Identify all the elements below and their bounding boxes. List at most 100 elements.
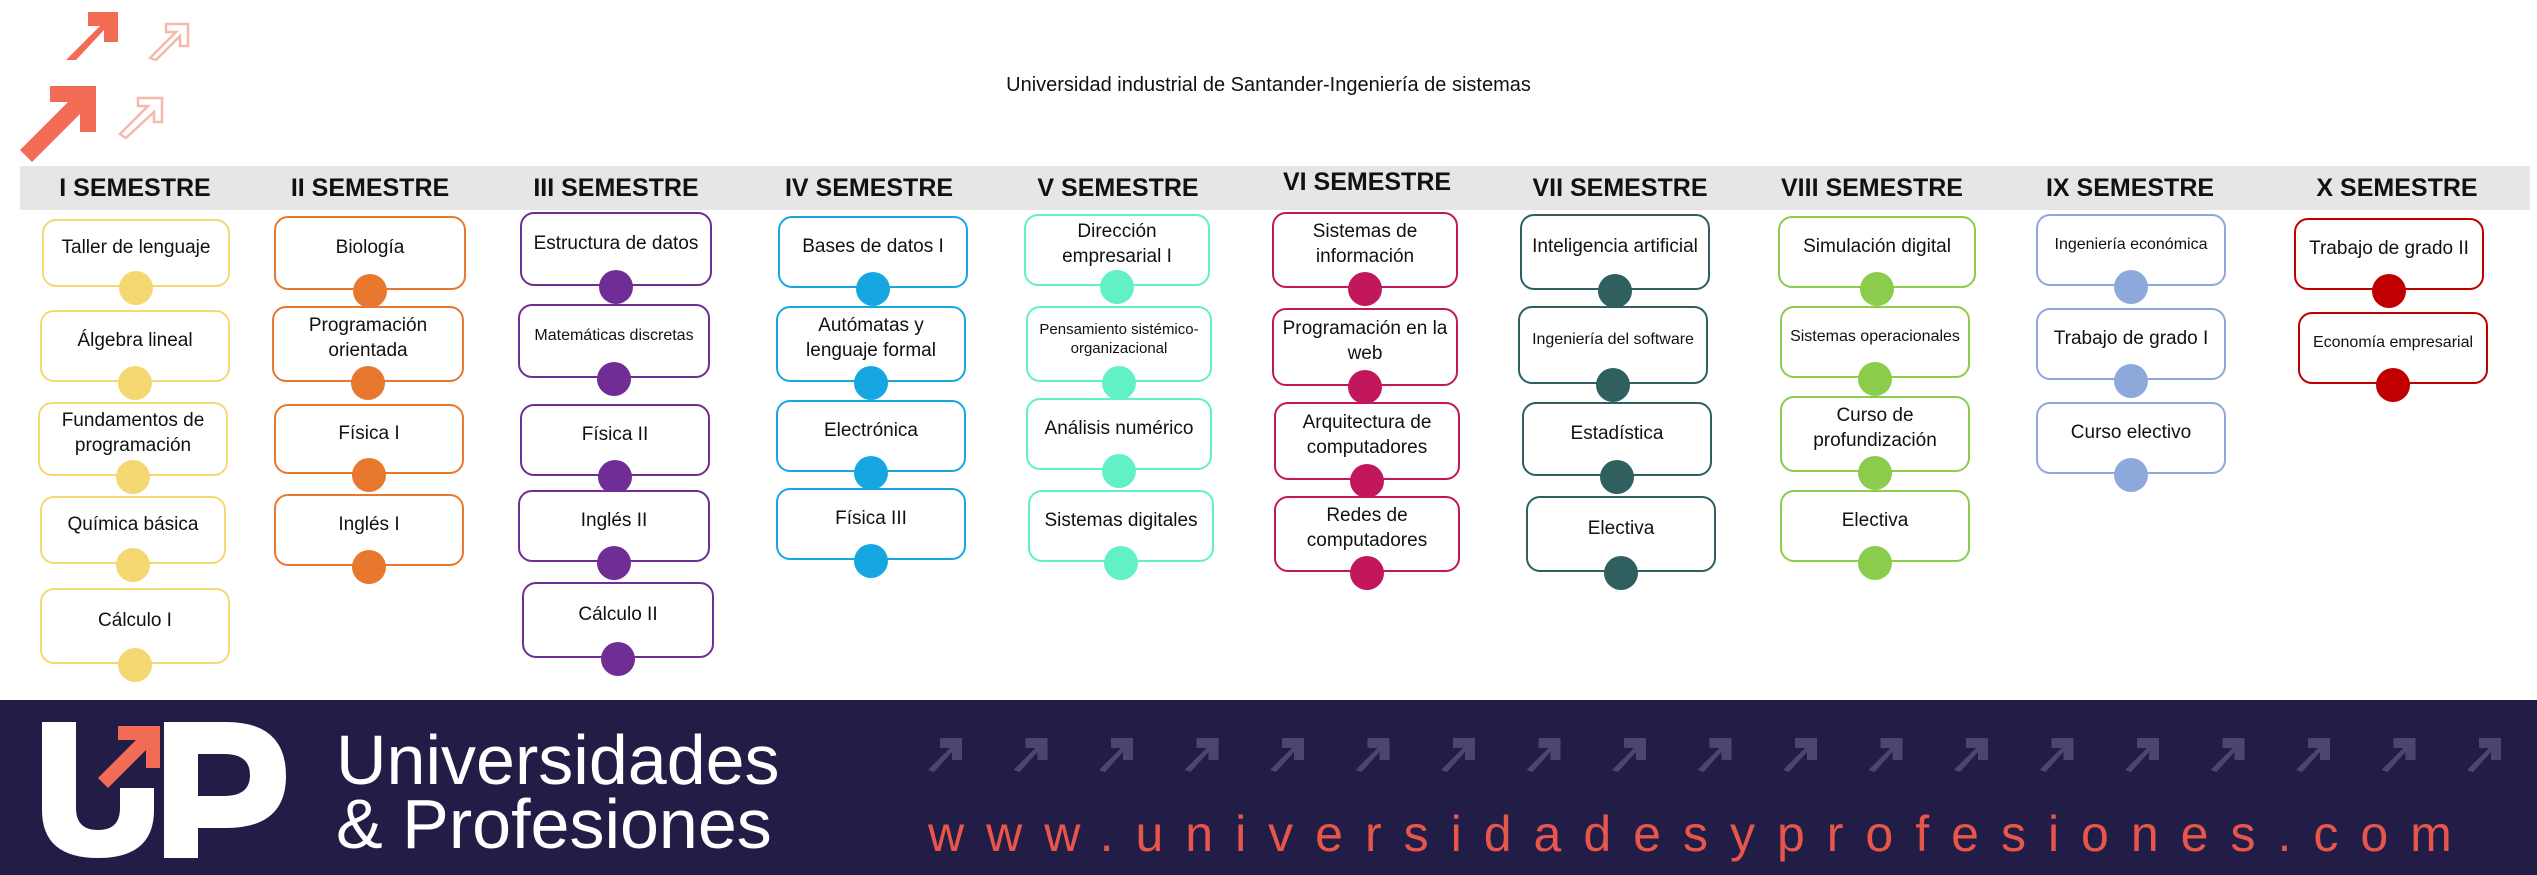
semester-header: VIII SEMESTRE bbox=[1781, 174, 1963, 202]
diagonal-arrow-icon bbox=[2381, 738, 2416, 772]
course-card[interactable]: Redes de computadores bbox=[1274, 496, 1460, 590]
course-card[interactable]: Inglés I bbox=[274, 494, 464, 584]
footer-brand: Universidades & Profesiones bbox=[336, 721, 780, 863]
course-name: Trabajo de grado I bbox=[2053, 327, 2209, 349]
course-name: Inglés I bbox=[338, 513, 400, 535]
diagonal-arrow-icon bbox=[1270, 738, 1304, 772]
course-node-dot bbox=[856, 272, 890, 306]
diagonal-arrow-icon bbox=[1697, 738, 1732, 772]
course-name: Análisis numérico bbox=[1044, 417, 1194, 439]
course-name: Autómatas y lenguaje formal bbox=[806, 315, 936, 361]
course-node-dot bbox=[1350, 556, 1384, 590]
course-card[interactable]: Sistemas de información bbox=[1272, 212, 1458, 306]
course-card[interactable]: Electiva bbox=[1780, 490, 1970, 580]
course-node-dot bbox=[1348, 370, 1382, 404]
course-node-dot bbox=[1100, 270, 1134, 304]
course-card[interactable]: Inteligencia artificial bbox=[1520, 214, 1710, 308]
course-card[interactable]: Cálculo II bbox=[522, 582, 714, 676]
course-card[interactable]: Programación en la web bbox=[1272, 308, 1458, 404]
course-node-dot bbox=[854, 544, 888, 578]
course-card[interactable]: Bases de datos I bbox=[778, 216, 968, 306]
course-node-dot bbox=[2376, 368, 2410, 402]
course-name: Economía empresarial bbox=[2312, 333, 2474, 351]
course-name: Electrónica bbox=[824, 419, 918, 441]
course-card[interactable]: Fundamentos de programación bbox=[38, 402, 228, 494]
course-card[interactable]: Pensamiento sistémico-organizacional bbox=[1026, 306, 1212, 400]
course-name: Electiva bbox=[1841, 509, 1909, 531]
diagonal-arrow-icon bbox=[1526, 738, 1561, 772]
semester-header: VI SEMESTRE bbox=[1282, 168, 1452, 196]
course-card[interactable]: Física II bbox=[520, 404, 710, 494]
diagonal-arrow-icon bbox=[1184, 738, 1219, 772]
semester-header: X SEMESTRE bbox=[2316, 174, 2478, 202]
semester-column: VII SEMESTRE bbox=[1494, 166, 1746, 686]
course-card[interactable]: Trabajo de grado II bbox=[2294, 218, 2484, 308]
course-card[interactable]: Trabajo de grado I bbox=[2036, 308, 2226, 398]
course-name: Ingeniería económica bbox=[2054, 235, 2208, 253]
course-name: Pensamiento sistémico-organizacional bbox=[1039, 320, 1199, 358]
course-node-dot bbox=[119, 271, 153, 305]
course-node-dot bbox=[1350, 464, 1384, 498]
diagonal-arrow-icon bbox=[1954, 738, 1988, 772]
curriculum-area: Universidad industrial de Santander-Inge… bbox=[20, 12, 2530, 686]
course-card[interactable]: Ingeniería del software bbox=[1518, 306, 1708, 402]
course-name: Ingeniería del software bbox=[1532, 330, 1694, 348]
course-node-dot bbox=[353, 274, 387, 308]
diagonal-arrow-icon bbox=[1013, 738, 1048, 772]
course-name: Fundamentos de programación bbox=[61, 410, 205, 456]
course-node-dot bbox=[1860, 272, 1894, 306]
course-card[interactable]: Sistemas digitales bbox=[1028, 490, 1214, 580]
course-card[interactable]: Electiva bbox=[1526, 496, 1716, 590]
course-node-dot bbox=[2372, 274, 2406, 308]
brand-line-1: Universidades bbox=[336, 721, 780, 799]
course-name: Redes de computadores bbox=[1306, 505, 1428, 551]
course-card[interactable]: Física I bbox=[274, 404, 464, 492]
course-card[interactable]: Curso de profundización bbox=[1780, 396, 1970, 490]
course-card[interactable]: Simulación digital bbox=[1778, 216, 1976, 306]
course-card[interactable]: Curso electivo bbox=[2036, 402, 2226, 492]
course-card[interactable]: Sistemas operacionales bbox=[1780, 306, 1970, 396]
course-card[interactable]: Estructura de datos bbox=[520, 212, 712, 304]
diagonal-arrow-icon bbox=[2467, 738, 2501, 772]
diagonal-arrow-icon bbox=[1612, 738, 1646, 772]
course-card[interactable]: Cálculo I bbox=[40, 588, 230, 682]
semester-column: V SEMESTRE bbox=[996, 166, 1240, 686]
brand-line-2: & Profesiones bbox=[336, 785, 772, 863]
course-card[interactable]: Química básica bbox=[40, 496, 226, 582]
course-card[interactable]: Arquitectura de computadores bbox=[1274, 402, 1460, 498]
course-node-dot bbox=[1104, 546, 1138, 580]
course-node-dot bbox=[116, 460, 150, 494]
course-node-dot bbox=[601, 642, 635, 676]
diagonal-arrow-icon bbox=[928, 738, 962, 772]
course-name: Biología bbox=[335, 236, 405, 258]
course-name: Trabajo de grado II bbox=[2309, 237, 2469, 259]
course-node-dot bbox=[599, 270, 633, 304]
course-card[interactable]: Autómatas y lenguaje formal bbox=[776, 306, 966, 400]
course-card[interactable]: Electrónica bbox=[776, 400, 966, 490]
course-card[interactable]: Matemáticas discretas bbox=[518, 304, 710, 396]
semester-header: VII SEMESTRE bbox=[1532, 174, 1708, 202]
diagonal-arrow-icon bbox=[1441, 738, 1475, 772]
course-card[interactable]: Taller de lenguaje bbox=[42, 219, 230, 305]
page-title: Universidad industrial de Santander-Inge… bbox=[1006, 74, 1531, 96]
semester-header: III SEMESTRE bbox=[533, 174, 699, 202]
course-node-dot bbox=[118, 648, 152, 682]
course-card[interactable]: Inglés II bbox=[518, 490, 710, 580]
course-card[interactable]: Programación orientada bbox=[272, 306, 464, 400]
course-card[interactable]: Análisis numérico bbox=[1026, 398, 1212, 488]
course-name: Cálculo I bbox=[98, 609, 172, 631]
footer-banner: Universidades & Profesiones www.universi… bbox=[0, 700, 2537, 875]
course-card[interactable]: Estadística bbox=[1522, 402, 1712, 494]
course-name: Química básica bbox=[67, 513, 199, 535]
course-card[interactable]: Álgebra lineal bbox=[40, 310, 230, 400]
footer-url[interactable]: www.universidadesyprofesiones.com bbox=[928, 806, 2474, 862]
course-node-dot bbox=[598, 460, 632, 494]
course-card[interactable]: Biología bbox=[274, 216, 466, 308]
course-card[interactable]: Dirección empresarial I bbox=[1024, 214, 1210, 304]
semester-header: V SEMESTRE bbox=[1037, 174, 1199, 202]
course-card[interactable]: Economía empresarial bbox=[2298, 312, 2488, 402]
course-node-dot bbox=[1858, 546, 1892, 580]
semester-header: IV SEMESTRE bbox=[784, 174, 954, 202]
course-card[interactable]: Ingeniería económica bbox=[2036, 214, 2226, 304]
course-card[interactable]: Física III bbox=[776, 488, 966, 578]
